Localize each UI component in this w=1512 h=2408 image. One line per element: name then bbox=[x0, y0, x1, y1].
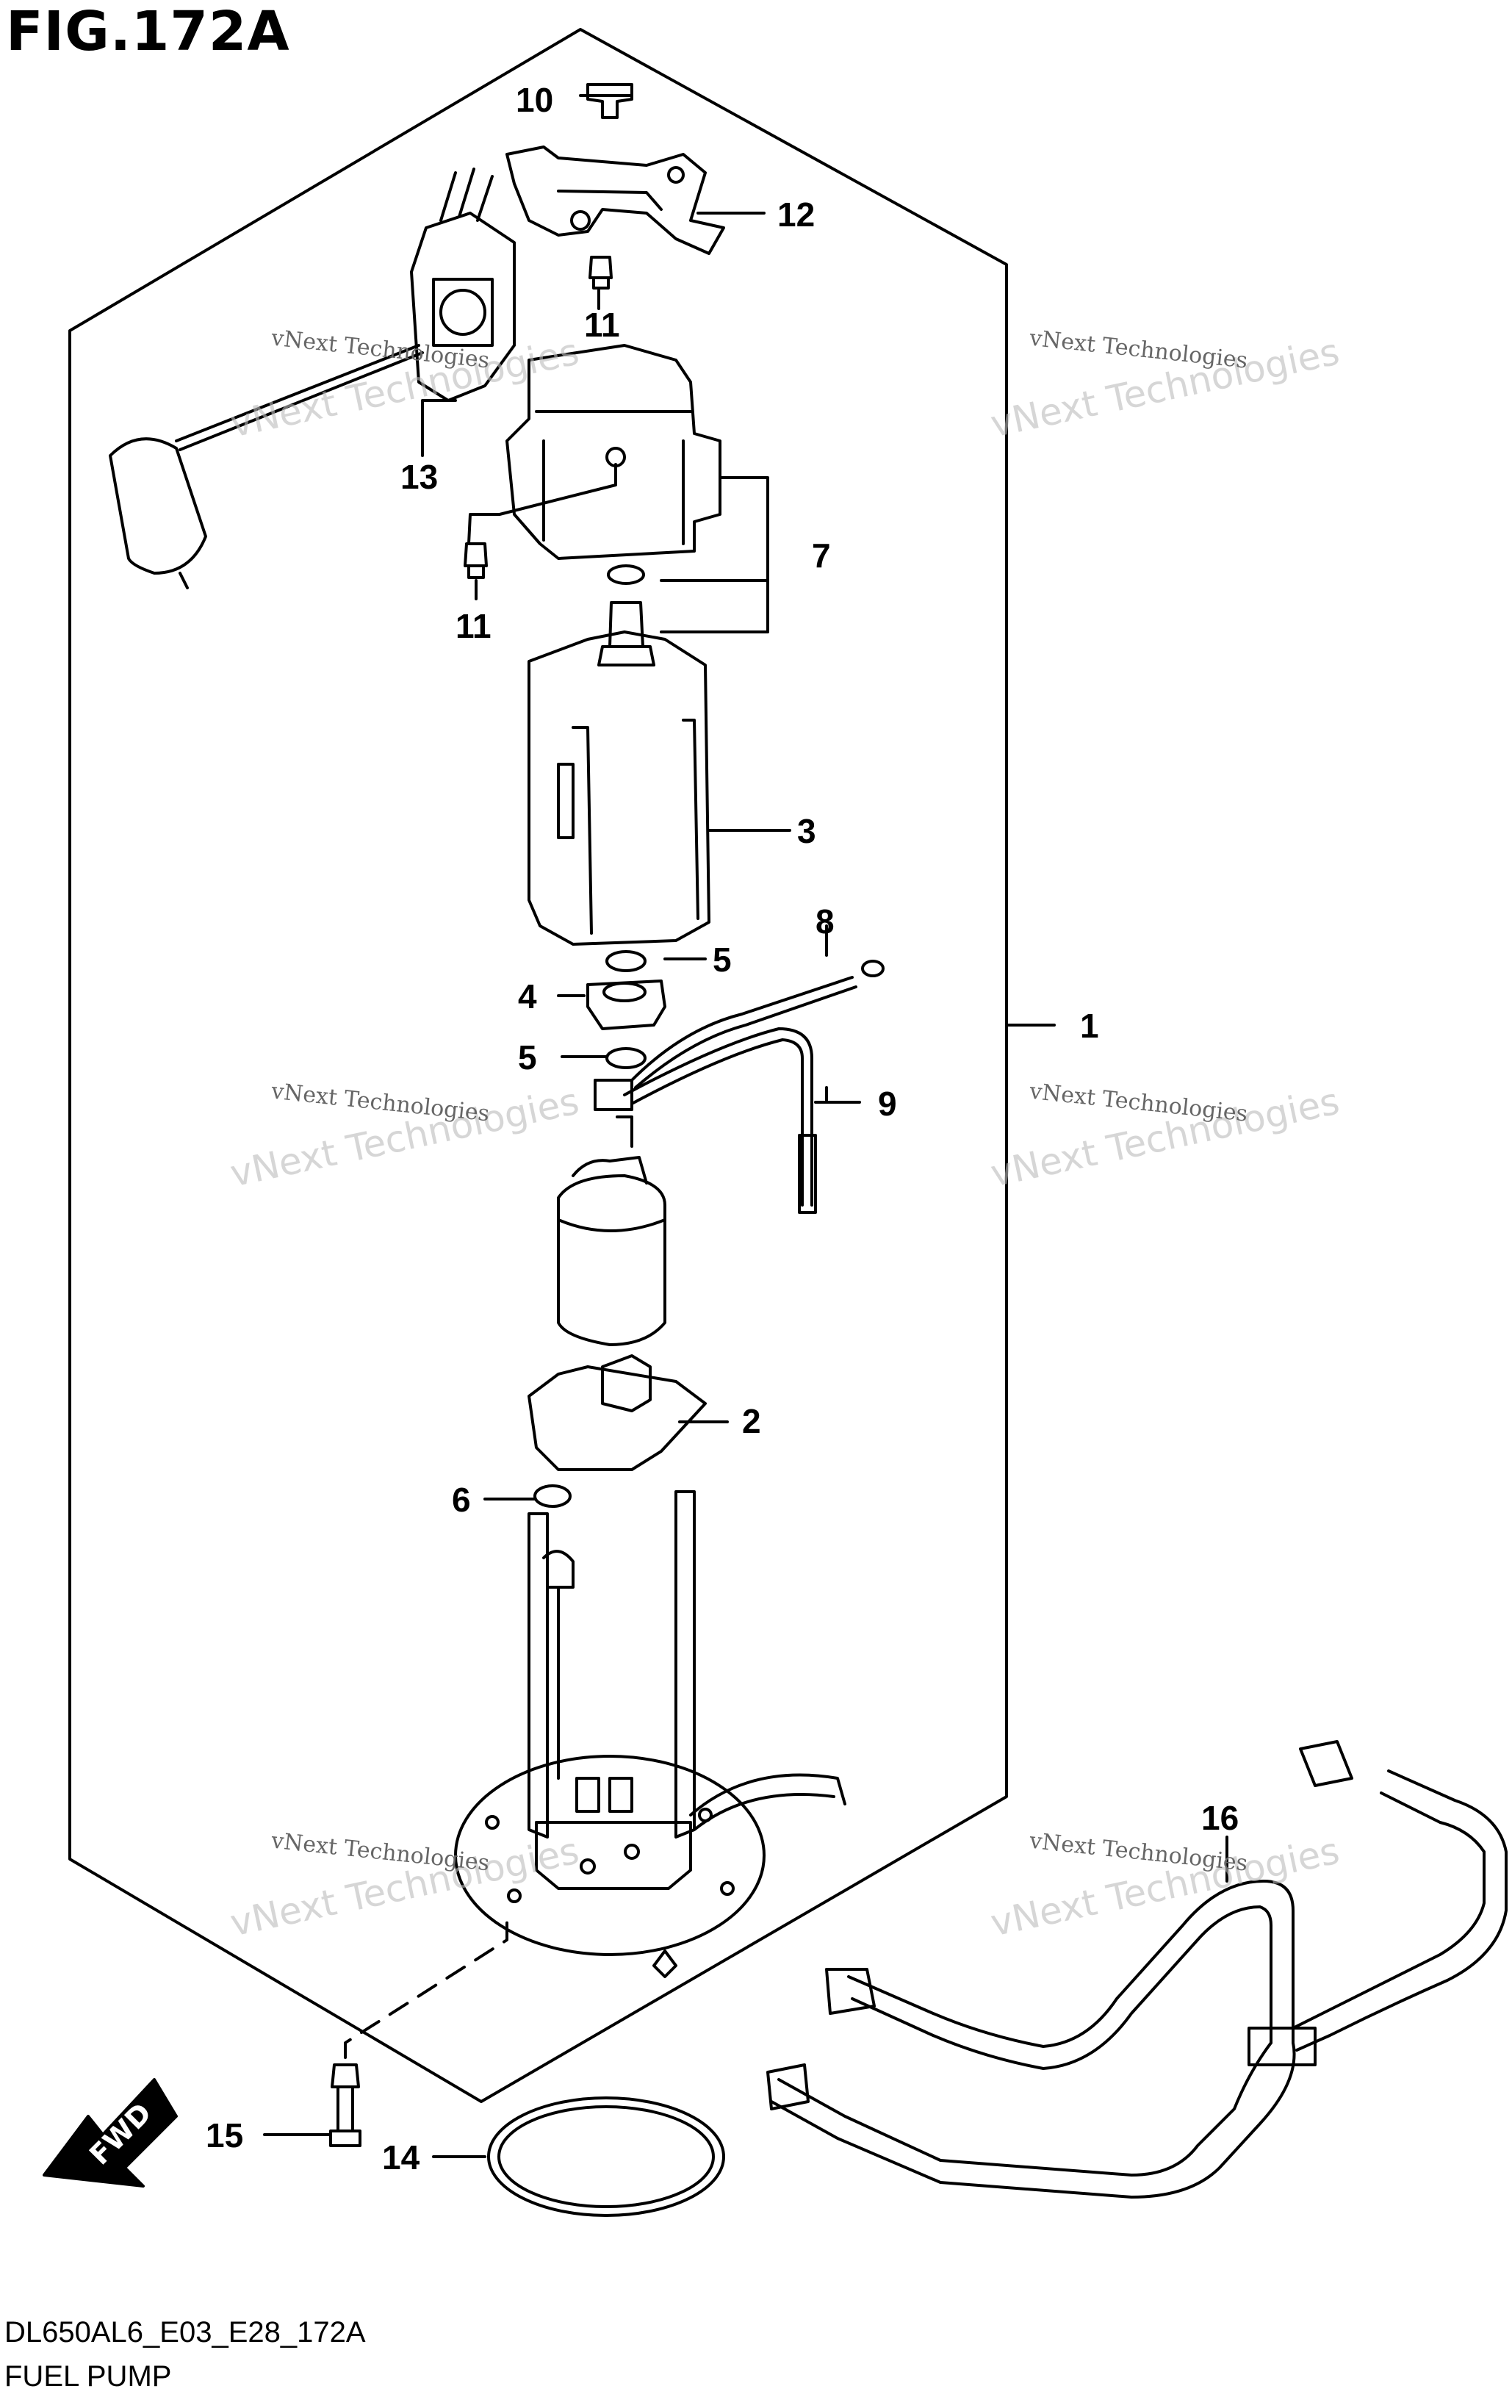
fuel-level-float bbox=[109, 437, 207, 575]
diagram-name: FUEL PUMP bbox=[4, 2360, 172, 2393]
part-16-hose bbox=[847, 1880, 1295, 2048]
part-5-upper-oring bbox=[605, 950, 647, 972]
part-11-upper-screw bbox=[588, 256, 613, 279]
watermark-text: vNext Technologies bbox=[1028, 1079, 1249, 1127]
base-flange bbox=[454, 1755, 766, 1956]
callout-3: 3 bbox=[797, 812, 816, 850]
part-4-regulator bbox=[586, 980, 666, 1030]
part-9-harness bbox=[623, 1027, 813, 1207]
watermark-text: vNext Technologies bbox=[270, 1078, 491, 1126]
callout-7: 7 bbox=[812, 536, 831, 575]
callout-13: 13 bbox=[400, 458, 438, 496]
part-14-oring bbox=[487, 2096, 725, 2217]
callout-16: 16 bbox=[1201, 1799, 1239, 1837]
callout-11-upper: 11 bbox=[584, 306, 620, 344]
callout-8: 8 bbox=[816, 902, 835, 941]
part-2-filter bbox=[528, 1365, 707, 1471]
part-12-bracket bbox=[505, 145, 725, 255]
part-7-housing bbox=[505, 344, 721, 560]
fuel-pump-motor bbox=[557, 1174, 666, 1346]
diagram-code: DL650AL6_E03_E28_172A bbox=[4, 2316, 366, 2348]
part-13-sender bbox=[410, 212, 516, 402]
fwd-arrow bbox=[43, 2078, 178, 2188]
watermarks: vNext Technologies vNext Technologies vN… bbox=[226, 325, 1343, 1944]
part-15-screw bbox=[331, 2063, 360, 2088]
fuel-level-float-arm bbox=[175, 344, 420, 442]
callout-15: 15 bbox=[206, 2116, 243, 2154]
callout-1: 1 bbox=[1080, 1007, 1099, 1045]
part-10-clip bbox=[586, 83, 633, 119]
callout-5-lower: 5 bbox=[518, 1038, 537, 1077]
callout-5-upper: 5 bbox=[713, 941, 732, 979]
part-5-lower-oring bbox=[605, 1047, 647, 1069]
callout-6: 6 bbox=[452, 1481, 471, 1519]
part-3-canister bbox=[528, 630, 710, 946]
callout-14: 14 bbox=[382, 2138, 420, 2177]
part-8-ground-wire bbox=[630, 976, 854, 1082]
callout-9: 9 bbox=[878, 1085, 897, 1123]
part-6-ring bbox=[533, 1484, 572, 1508]
callout-10: 10 bbox=[516, 81, 553, 119]
part-7-oring bbox=[607, 564, 645, 585]
assembly-outline bbox=[68, 28, 1008, 2103]
watermark-text: vNext Technologies bbox=[1028, 326, 1249, 374]
callout-2: 2 bbox=[742, 1402, 761, 1440]
pump-frame bbox=[528, 1512, 549, 1839]
figure-title: FIG.172A bbox=[6, 0, 290, 63]
callout-4: 4 bbox=[518, 977, 537, 1016]
part-11-lower-screw bbox=[464, 542, 488, 567]
callout-12: 12 bbox=[777, 195, 815, 234]
callout-11-lower: 11 bbox=[456, 607, 492, 645]
